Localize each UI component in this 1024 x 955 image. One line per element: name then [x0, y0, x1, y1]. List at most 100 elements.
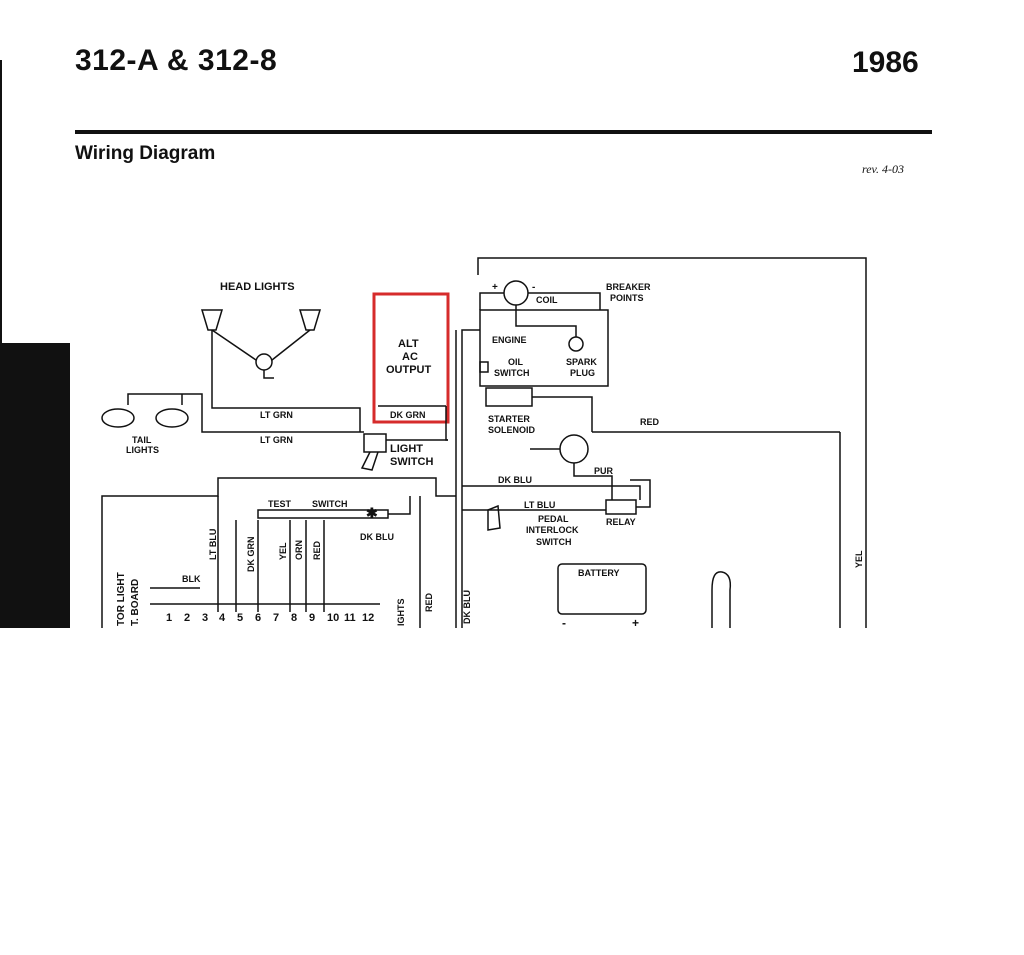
- label-switch: SWITCH: [312, 499, 348, 509]
- label-light-1: LIGHT: [390, 443, 423, 455]
- section-title: Wiring Diagram: [75, 143, 216, 164]
- head-light-junction: [255, 353, 273, 371]
- pur-wire: [573, 463, 613, 500]
- label-coil: COIL: [536, 295, 558, 305]
- label-blk: BLK: [182, 574, 201, 584]
- label-engine: ENGINE: [492, 335, 527, 345]
- label-head-lights: HEAD LIGHTS: [220, 281, 295, 293]
- page-edge: [0, 60, 2, 345]
- head-light-left: [200, 309, 224, 331]
- label-test: TEST: [268, 499, 292, 509]
- label-starter-1: STARTER: [488, 414, 530, 424]
- terminal-number: 11: [344, 612, 356, 624]
- head-light-ground: [263, 370, 274, 379]
- label-pedal-1: PEDAL: [538, 514, 569, 524]
- title-rule: [75, 130, 932, 134]
- label-star: ✱: [366, 505, 378, 521]
- label-battery: BATTERY: [578, 568, 620, 578]
- label-dk-grn: DK GRN: [390, 410, 426, 420]
- revision-note: rev. 4-03: [862, 162, 904, 176]
- label-indicator-1: TOR LIGHT: [116, 572, 127, 626]
- spark-plug-wire: [515, 305, 577, 337]
- label-yel-right: YEL: [854, 550, 864, 568]
- relay-wire: [630, 479, 651, 508]
- label-alt-3: OUTPUT: [386, 364, 432, 376]
- side-tab: Wiring Diagram: [0, 343, 70, 955]
- battery-box: [557, 563, 647, 615]
- label-starter-2: SOLENOID: [488, 425, 536, 435]
- light-switch-body: [363, 433, 387, 453]
- label-alt-2: AC: [402, 351, 418, 363]
- starter-box: [485, 387, 533, 407]
- label-dk-blu: DK BLU: [498, 475, 532, 485]
- label-lt-grn-1: LT GRN: [260, 410, 293, 420]
- light-switch-lever: [360, 451, 379, 471]
- head-light-wires: [211, 329, 257, 361]
- side-tab-label: Wiring Diagram: [33, 733, 66, 955]
- lt-grn-upper: [211, 330, 361, 432]
- label-alt-1: ALT: [398, 338, 419, 350]
- dk-blu-board: [388, 496, 411, 515]
- label-lt-grn-2: LT GRN: [260, 435, 293, 445]
- label-tail-2: LIGHTS: [126, 445, 159, 455]
- oil-switch-symbol: [479, 361, 489, 373]
- wiring-diagram: HEAD LIGHTS TAIL LIGHTS LT GRN LT GRN LI…: [101, 257, 867, 628]
- model-year: 1986: [852, 46, 919, 79]
- tail-light-wire: [127, 393, 364, 433]
- terminal-number: 9: [309, 612, 315, 624]
- tail-light-right: [155, 408, 189, 428]
- label-breaker-2: POINTS: [610, 293, 644, 303]
- head-light-right: [298, 309, 322, 331]
- label-battery-minus: -: [562, 616, 566, 628]
- label-lt-blu-v: LT BLU: [208, 529, 218, 560]
- label-red-v2: RED: [424, 592, 434, 612]
- alt-output-highlight: [372, 292, 450, 424]
- board-outline-top: [101, 477, 456, 628]
- label-red-v: RED: [312, 540, 322, 560]
- label-pur: PUR: [594, 466, 614, 476]
- starter-solenoid: [559, 434, 589, 464]
- seat-outline: [711, 571, 732, 628]
- terminal-number: 10: [327, 612, 339, 624]
- terminal-number: 12: [362, 612, 374, 624]
- terminal-number: 6: [255, 612, 261, 624]
- dk-blu-wire: [462, 485, 641, 500]
- starter-wire: [532, 396, 593, 432]
- harness-outline: [477, 257, 867, 628]
- label-light-2: SWITCH: [390, 456, 433, 468]
- terminal-number: 8: [291, 612, 297, 624]
- label-red: RED: [640, 417, 660, 427]
- engine-box: [479, 309, 609, 387]
- label-orn-v: ORN: [294, 540, 304, 560]
- label-minus-coil: -: [532, 282, 535, 293]
- terminal-number: 4: [219, 612, 226, 624]
- label-tail-1: TAIL: [132, 435, 152, 445]
- coil-wire-2: [479, 292, 504, 310]
- label-pedal-2: INTERLOCK: [526, 525, 579, 535]
- label-oil-1: OIL: [508, 357, 524, 367]
- engine-feed: [461, 329, 480, 628]
- spark-plug-symbol: [568, 336, 584, 352]
- label-relay: RELAY: [606, 517, 636, 527]
- label-lt-blu: LT BLU: [524, 500, 555, 510]
- label-spark-1: SPARK: [566, 357, 597, 367]
- label-breaker-1: BREAKER: [606, 282, 651, 292]
- coil-symbol: [503, 280, 529, 306]
- label-plus-coil: +: [492, 282, 498, 293]
- relay-box: [605, 499, 637, 515]
- tail-light-left: [101, 408, 135, 428]
- label-dk-blu-2: DK BLU: [360, 532, 394, 542]
- terminal-number: 3: [202, 612, 208, 624]
- document-title: 312-A & 312-8: [75, 44, 278, 77]
- terminal-number: 7: [273, 612, 279, 624]
- terminal-number: 1: [166, 612, 172, 624]
- pedal-switch-symbol: [487, 504, 501, 531]
- coil-wire: [528, 292, 601, 310]
- terminal-number: 2: [184, 612, 190, 624]
- label-dk-blu-v: DK BLU: [462, 590, 472, 624]
- label-yel-v: YEL: [278, 542, 288, 560]
- label-pedal-3: SWITCH: [536, 537, 572, 547]
- terminal-number: 5: [237, 612, 243, 624]
- head-light-wires-2: [271, 329, 311, 361]
